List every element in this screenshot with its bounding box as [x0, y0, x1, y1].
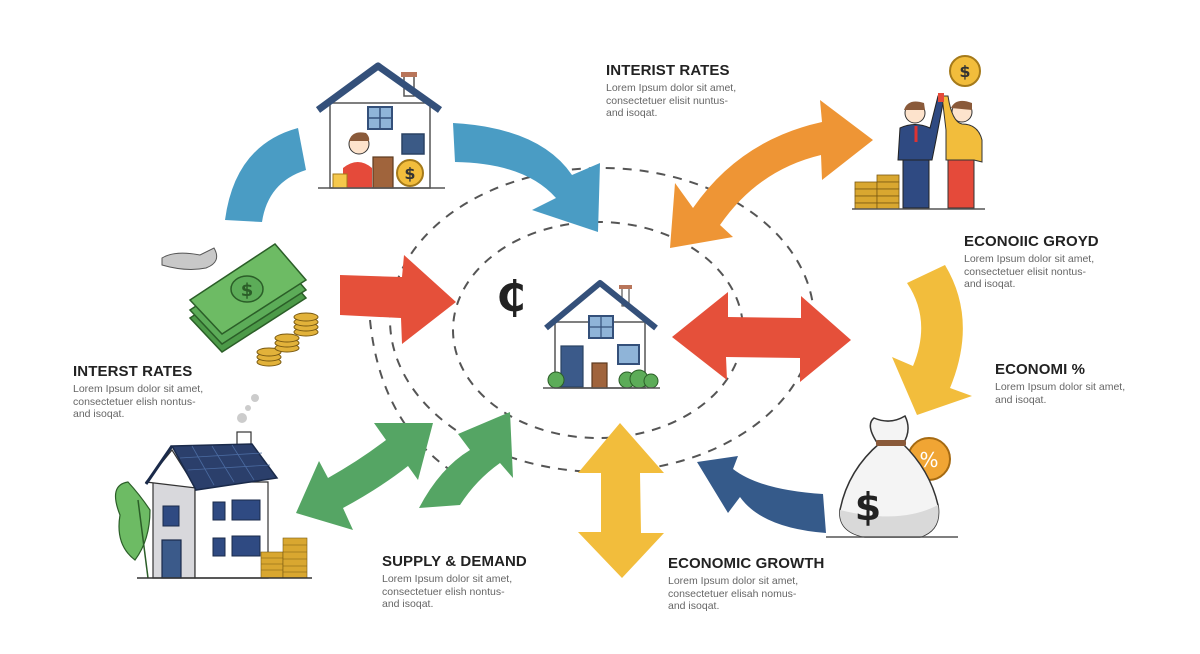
label-economic-growth-bottom: ECONOMIC GROWTH Lorem Ipsum dolor sit am… — [668, 555, 825, 613]
label-title: ECONOMI % — [995, 361, 1086, 378]
label-title: SUPPLY & DEMAND — [382, 553, 527, 570]
label-body: Lorem Ipsum dolor sit amet, and isoqat. — [995, 381, 1126, 406]
label-interest-rates-top: INTERIST RATES Lorem Ipsum dolor sit ame… — [606, 62, 736, 120]
cedi-symbol-icon: ₵ — [496, 272, 525, 321]
svg-text:%: % — [919, 448, 938, 472]
label-supply-demand: SUPPLY & DEMAND Lorem Ipsum dolor sit am… — [382, 553, 527, 611]
label-economic-growth-upper: ECONOIIC GROYD Lorem Ipsum dolor sit ame… — [964, 233, 1099, 291]
money-bag-icon: % $ — [826, 414, 958, 538]
svg-text:$: $ — [404, 164, 415, 183]
blue-arc-arrow-left — [225, 128, 306, 222]
orange-double-arrow — [670, 100, 873, 248]
label-title: INTERST RATES — [73, 363, 193, 380]
handshake-businessmen-icon: $ — [852, 55, 985, 210]
house-with-person-icon: $ — [315, 62, 445, 189]
blue-curved-arrow-top — [453, 123, 600, 232]
cash-stack-icon: $ — [161, 243, 319, 367]
label-interest-rates-left: INTERST RATES Lorem Ipsum dolor sit amet… — [73, 363, 203, 421]
yellow-curved-arrow — [892, 265, 972, 415]
label-title: ECONOIIC GROYD — [964, 233, 1099, 250]
svg-text:$: $ — [241, 280, 254, 301]
label-body: Lorem Ipsum dolor sit amet, consectetuer… — [964, 253, 1095, 290]
label-body: Lorem Ipsum dolor sit amet, consectetuer… — [73, 383, 204, 420]
label-body: Lorem Ipsum dolor sit amet, consectetuer… — [606, 82, 737, 119]
label-title: INTERIST RATES — [606, 62, 730, 79]
svg-text:$: $ — [855, 485, 881, 529]
green-arrow-up-right — [419, 412, 513, 508]
green-double-arrow — [296, 423, 433, 530]
navy-curved-arrow — [697, 456, 826, 533]
label-body: Lorem Ipsum dolor sit amet, consectetuer… — [382, 573, 513, 610]
red-double-arrow — [672, 292, 851, 382]
label-title: ECONOMIC GROWTH — [668, 555, 825, 572]
red-arrow-right — [340, 255, 456, 344]
label-body: Lorem Ipsum dolor sit amet, consectetuer… — [668, 575, 799, 612]
center-house-icon: ₵ — [496, 272, 660, 389]
solar-house-icon — [114, 394, 312, 579]
label-economi-percent: ECONOMI % Lorem Ipsum dolor sit amet, an… — [995, 361, 1125, 406]
yellow-vertical-double-arrow — [578, 423, 664, 578]
svg-text:$: $ — [959, 62, 970, 81]
